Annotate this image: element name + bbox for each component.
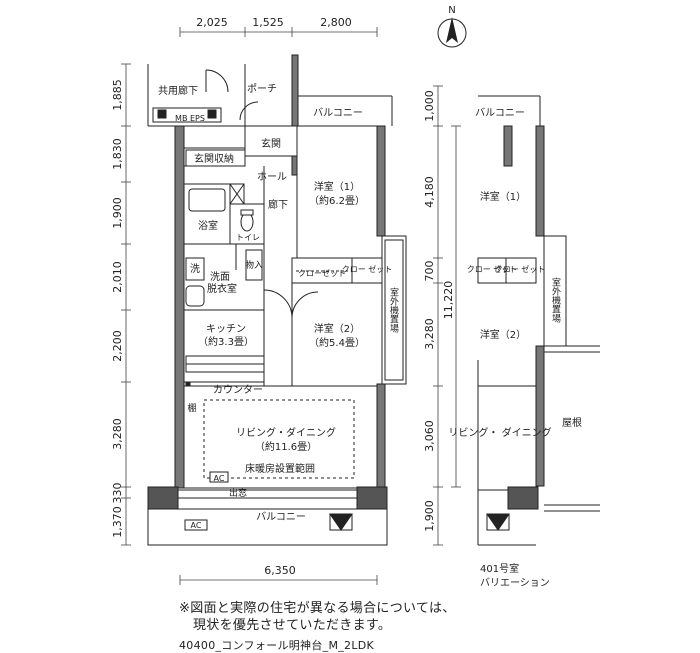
- dim-right-2: 4,180: [423, 176, 436, 208]
- label-toilet: トイレ: [236, 233, 260, 242]
- label-genkan: 玄関: [261, 137, 281, 150]
- label-demado: 出窓: [229, 487, 247, 499]
- dim-right-6: 1,900: [423, 500, 436, 532]
- label-yoshitsu1: 洋室（1）: [314, 180, 360, 193]
- label-shitsugai: 室外機置場: [388, 286, 399, 333]
- label-ld-size: （約11.6畳）: [255, 440, 317, 453]
- dim-top-1: 2,025: [196, 16, 228, 29]
- label-yokushitsu: 浴室: [198, 219, 218, 232]
- dim-left-1: 1,885: [111, 79, 124, 111]
- dim-right-total: 11,220: [442, 281, 455, 320]
- note-line-1: ※図面と実際の住宅が異なる場合については、: [179, 601, 456, 616]
- footer-code: 40400_コンフォール明神台_M_2LDK: [179, 639, 375, 652]
- dim-left-3: 1,900: [111, 197, 124, 229]
- var-caption-2: バリエーション: [480, 577, 550, 589]
- dim-left-5: 2,200: [111, 330, 124, 362]
- left-dimension-line: [121, 63, 131, 546]
- bottom-dimension-line: [179, 575, 378, 585]
- dim-right-3: 700: [423, 261, 436, 282]
- label-monoire: 物入: [245, 259, 263, 271]
- dim-left-7: 330: [111, 483, 124, 504]
- label-floor-heat: 床暖房設置範囲: [245, 462, 315, 475]
- label-balcony-top: バルコニー: [313, 107, 363, 119]
- dim-left-6: 3,280: [111, 418, 124, 450]
- label-wash: 洗: [190, 263, 200, 275]
- var-label-yoshitsu2: 洋室（2）: [480, 328, 526, 341]
- var-label-closet-b: クロー ゼット: [495, 264, 546, 274]
- label-ac2: AC: [191, 521, 202, 530]
- dim-left-2: 1,830: [111, 138, 124, 170]
- dim-right-1: 1,000: [423, 90, 436, 122]
- var-label-yoshitsu1: 洋室（1）: [480, 190, 526, 203]
- label-roka: 廊下: [268, 198, 288, 211]
- label-closet1: クローゼット: [298, 268, 346, 278]
- dim-left-4: 2,010: [111, 261, 124, 293]
- var-label-ld: リビング・ ダイニング: [448, 426, 551, 439]
- label-closet2: クロー ゼット: [342, 264, 393, 274]
- main-plan-walls: [147, 54, 407, 546]
- label-hall: ホール: [257, 171, 287, 183]
- north-arrow-icon: N: [437, 5, 467, 48]
- label-genkan-shuno: 玄関収納: [194, 152, 234, 165]
- label-datsui: 脱衣室: [207, 282, 237, 295]
- dim-right-4: 3,280: [423, 318, 436, 350]
- label-senmen: 洗面: [210, 271, 230, 283]
- dim-bottom: 6,350: [264, 564, 296, 577]
- label-ld: リビング・ダイニング: [236, 426, 336, 439]
- label-yoshitsu2: 洋室（2）: [314, 322, 360, 335]
- label-kyoyo-roka: 共用廊下: [158, 84, 198, 97]
- label-counter: カウンター: [213, 384, 263, 396]
- dim-left-8: 1,370: [111, 506, 124, 538]
- variation-plan-walls: [477, 95, 600, 546]
- label-yoshitsu2-size: （約5.4畳）: [309, 336, 365, 349]
- dim-right-5: 3,060: [423, 420, 436, 452]
- note-line-2: 現状を優先させていただきます。: [193, 618, 392, 633]
- var-label-shitsugai: 室外機置場: [550, 276, 561, 323]
- label-kitchen-size: （約3.3畳）: [198, 335, 254, 348]
- label-kitchen: キッチン: [206, 323, 246, 335]
- label-balcony-bottom: バルコニー: [256, 511, 306, 523]
- dim-top-3: 2,800: [320, 16, 352, 29]
- label-yoshitsu1-size: （約6.2畳）: [309, 194, 365, 207]
- var-caption-1: 401号室: [480, 562, 519, 575]
- right-dimension-lines: [433, 85, 461, 546]
- dim-top-2: 1,525: [252, 16, 284, 29]
- label-ac: AC: [214, 474, 225, 483]
- north-label: N: [448, 5, 455, 16]
- top-dimension-line: [179, 27, 378, 37]
- label-porch: ポーチ: [247, 83, 277, 95]
- var-label-closet-a: クロー ゼット: [467, 264, 518, 274]
- var-label-yane: 屋根: [562, 416, 582, 429]
- var-label-balcony: バルコニー: [475, 107, 525, 119]
- label-tana: 棚: [187, 402, 196, 414]
- label-mb-eps: MB EPS: [175, 114, 205, 123]
